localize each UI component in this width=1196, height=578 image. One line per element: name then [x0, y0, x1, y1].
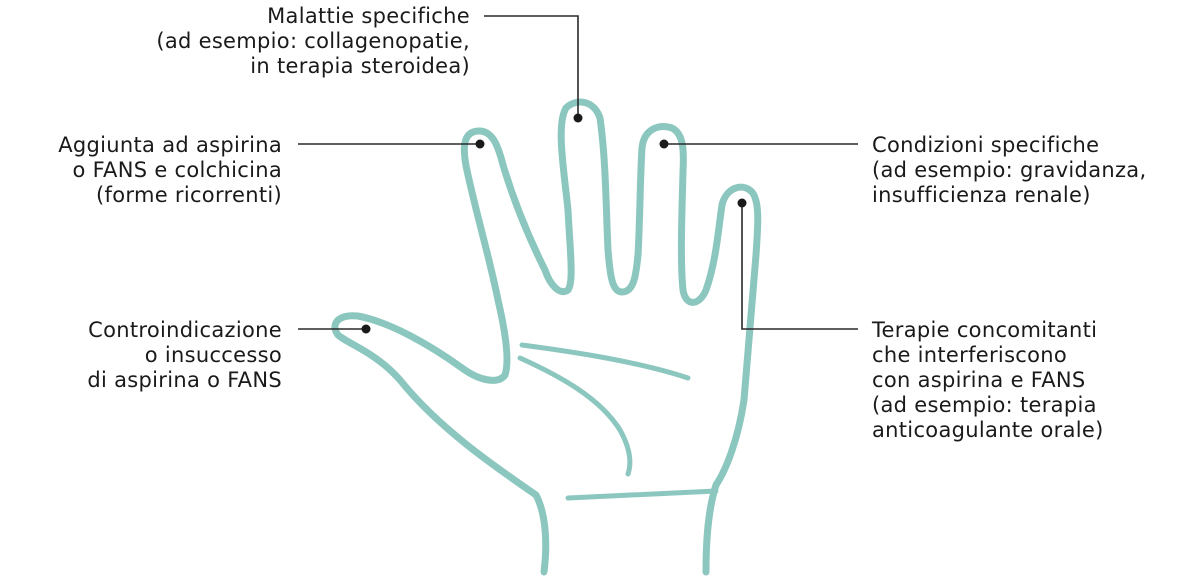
label-lower-right-line3: con aspirina e FANS: [872, 368, 1104, 393]
label-upper-right: Condizioni specifiche (ad esempio: gravi…: [872, 133, 1146, 208]
index-finger-outline: [464, 131, 545, 300]
label-lower-right-line2: che interferiscono: [872, 343, 1104, 368]
anchor-dot-upper-left: [476, 140, 485, 149]
label-lower-left-line1: Controindicazione: [87, 318, 282, 343]
anchor-dot-upper-right: [660, 140, 669, 149]
label-lower-left-line3: di aspirina o FANS: [87, 368, 282, 393]
label-lower-left-line2: o insuccesso: [87, 343, 282, 368]
label-upper-left-line3: (forme ricorrenti): [58, 183, 282, 208]
label-upper-right-line3: insufficienza renale): [872, 183, 1146, 208]
label-upper-left: Aggiunta ad aspirina o FANS e colchicina…: [58, 133, 282, 208]
label-lower-left: Controindicazione o insuccesso di aspiri…: [87, 318, 282, 393]
label-top-line2: (ad esempio: collagenopatie,: [156, 29, 470, 54]
label-top: Malattie specifiche (ad esempio: collage…: [156, 4, 470, 79]
ring-finger-outline: [638, 127, 722, 303]
label-lower-right-line4: (ad esempio: terapia: [872, 393, 1104, 418]
label-top-line3: in terapia steroidea): [156, 54, 470, 79]
palm-crease-middle: [520, 358, 630, 474]
label-lower-right-line1: Terapie concomitanti: [872, 318, 1104, 343]
thumb-outline: [335, 300, 546, 572]
palm-crease-lower: [568, 491, 716, 498]
middle-finger-outline: [545, 102, 638, 292]
anchor-dot-lower-left: [362, 325, 371, 334]
hand-outline: [335, 102, 758, 572]
label-top-line1: Malattie specifiche: [156, 4, 470, 29]
anchor-dot-lower-right: [738, 199, 747, 208]
label-upper-left-line1: Aggiunta ad aspirina: [58, 133, 282, 158]
anchor-dot-top: [574, 114, 583, 123]
label-upper-right-line1: Condizioni specifiche: [872, 133, 1146, 158]
label-upper-left-line2: o FANS e colchicina: [58, 158, 282, 183]
leader-line-top: [484, 16, 578, 118]
label-upper-right-line2: (ad esempio: gravidanza,: [872, 158, 1146, 183]
label-lower-right: Terapie concomitanti che interferiscono …: [872, 318, 1104, 443]
label-lower-right-line5: anticoagulante orale): [872, 418, 1104, 443]
